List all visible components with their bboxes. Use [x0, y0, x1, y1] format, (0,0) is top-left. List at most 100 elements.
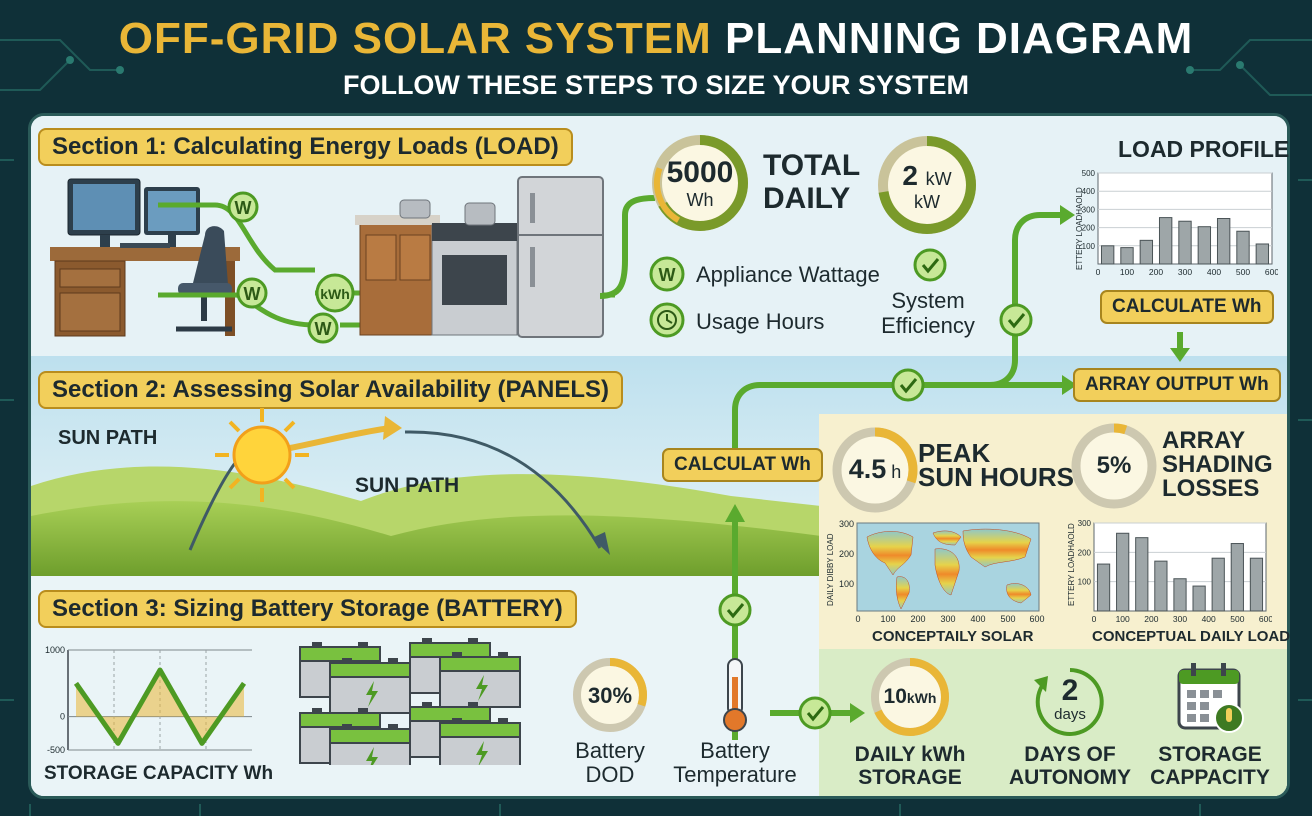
w-badge-1: W [227, 191, 259, 223]
svg-text:W: W [244, 284, 261, 304]
peak-sun-gauge [832, 427, 918, 513]
daily-load-caption: CONCEPTUAL DAILY LOAD [1092, 628, 1291, 645]
solar-map-yticks: 300 200 100 [839, 519, 854, 589]
peak-sun-label-2: SUN HOURS [918, 462, 1075, 492]
array-output-pill: ARRAY OUTPUT Wh [1073, 368, 1281, 402]
x-tick-label: 0 [1092, 614, 1097, 624]
svg-text:kWh: kWh [320, 286, 350, 302]
y-tick-label: 200 [1078, 548, 1092, 557]
sun-path-label-1: SUN PATH [58, 427, 158, 449]
storage-capacity-caption: STORAGE CAPACITY Wh [44, 763, 274, 784]
battery-temp-label-1: Battery [700, 738, 770, 763]
wattage-icon: W [649, 256, 685, 292]
solar-map-ylabel: DAILY DIBBY LOAD [826, 533, 835, 606]
svg-text:W: W [315, 319, 332, 339]
bar [1197, 226, 1212, 265]
bar [1173, 578, 1187, 612]
y-tick-label: 0 [60, 712, 65, 722]
toaster-icon [399, 199, 431, 219]
storage-capacity-label-2: CAPPACITY [1150, 766, 1270, 789]
calculate-wh-pill: CALCULATE Wh [1100, 290, 1274, 324]
kitchen-cabinet-icon [355, 215, 440, 336]
section2-label: Section 2: Assessing Solar Availability … [38, 371, 624, 409]
area-fill [76, 670, 244, 744]
y-tick-label: 400 [1082, 187, 1096, 196]
bar [1158, 217, 1173, 265]
thermometer-icon [723, 658, 747, 732]
svg-text:500: 500 [1000, 614, 1015, 624]
title-highlight: OFF-GRID SOLAR SYSTEM [118, 14, 712, 63]
battery-dod-gauge [573, 658, 647, 732]
appliance-wattage-label: Appliance Wattage [696, 262, 880, 287]
sun-icon [215, 408, 309, 502]
battery-bank-illustration [299, 638, 521, 765]
w-badge-3: W [307, 312, 339, 344]
peak-sun-label-1: PEAK [918, 438, 991, 468]
total-daily-label-1: TOTAL [763, 149, 861, 182]
daily-storage-value: 10kWh [883, 685, 937, 708]
x-tick-label: 100 [1120, 267, 1134, 277]
x-tick-label: 600 [1265, 267, 1278, 277]
bar [1096, 563, 1111, 612]
series-line [73, 667, 247, 746]
section3-label: Section 3: Sizing Battery Storage (BATTE… [38, 590, 577, 628]
title-rest: PLANNING DIAGRAM [725, 14, 1194, 63]
storage-capacity-chart: 1000 0 -500 [45, 645, 252, 755]
y-tick-label: 100 [1078, 578, 1092, 587]
autonomy-unit: days [1054, 706, 1086, 723]
daily-storage-label-1: DAILY kWh [854, 743, 966, 766]
bar [1236, 230, 1250, 265]
power-value: 2 kW [902, 160, 952, 191]
bar [1249, 557, 1264, 612]
system-efficiency-label-2: Efficiency [881, 313, 975, 338]
battery-icon [439, 718, 521, 765]
page-subtitle: FOLLOW THESE STEPS TO SIZE YOUR SYSTEM [342, 70, 970, 100]
monitor-icon [67, 178, 200, 248]
daily-storage-label-2: STORAGE [858, 766, 962, 789]
svg-text:300: 300 [839, 519, 854, 529]
page-title: OFF-GRID SOLAR SYSTEM PLANNING DIAGRAM [0, 14, 1312, 64]
bar [1116, 532, 1130, 612]
solar-map-xticks: 0 100 200 300 400 500 600 [855, 614, 1044, 624]
autonomy-value: 2 [1061, 674, 1079, 707]
daily-storage-gauge [871, 658, 949, 736]
x-tick-label: 200 [1144, 614, 1158, 624]
bar [1178, 220, 1192, 265]
y-tick-label: 200 [1082, 224, 1096, 233]
autonomy-cycle-icon [1034, 668, 1104, 736]
solar-map-caption: CONCEPTAILY SOLAR [872, 628, 1034, 645]
daily-load-ylabel: ETTERY LOADHAOLD [1067, 523, 1076, 606]
calendar-icon [1177, 663, 1244, 733]
system-efficiency-label-1: System [891, 288, 965, 313]
x-tick-label: 500 [1236, 267, 1250, 277]
shading-label-2: SHADING [1162, 451, 1273, 478]
usage-hours-label: Usage Hours [696, 309, 825, 334]
battery-temp-label-2: Temperature [673, 762, 797, 787]
battery-icon [329, 658, 411, 714]
bar [1255, 243, 1270, 265]
chair-icon [176, 226, 232, 332]
svg-text:100: 100 [839, 579, 854, 589]
x-tick-label: 400 [1207, 267, 1221, 277]
total-daily-unit: Wh [686, 190, 714, 210]
solar-map-chart: 300 200 100 0 100 200 300 400 500 600 [839, 519, 1045, 624]
legend-icons: W [649, 256, 685, 338]
clock-icon [649, 302, 685, 338]
shading-gauge [1071, 423, 1157, 509]
bar [1100, 245, 1115, 265]
y-tick-label: 1000 [45, 645, 65, 655]
shading-label-1: ARRAY [1162, 427, 1246, 454]
sun-path-illustration [188, 408, 610, 555]
load-profile-title: LOAD PROFILE [1118, 136, 1290, 162]
power-gauge [878, 136, 976, 234]
y-tick-label: 300 [1082, 205, 1096, 214]
autonomy-label-2: AUTONOMY [1008, 766, 1132, 789]
bar [1230, 543, 1244, 612]
bar [1120, 247, 1134, 265]
y-tick-label: -500 [47, 745, 65, 755]
shading-value: 5% [1096, 452, 1132, 479]
calculat-wh-pill: CALCULAT Wh [662, 448, 823, 482]
